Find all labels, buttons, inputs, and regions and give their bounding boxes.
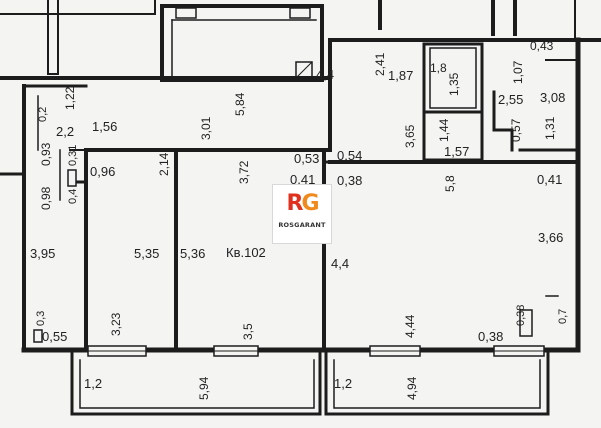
- dim-3-95: 3,95: [30, 246, 55, 261]
- dim-1-87: 1,87: [388, 68, 413, 83]
- dim-0-38a: 0,38: [337, 173, 362, 188]
- dim-0-7: 0,7: [557, 309, 569, 324]
- dim-3-01: 3,01: [199, 116, 213, 140]
- dim-0-4: 0,4: [67, 189, 79, 204]
- dim-0-55: 0,55: [42, 329, 67, 344]
- logo-brand-name: ROSGARANT: [278, 221, 326, 229]
- dim-0-43: 0,43: [530, 39, 554, 53]
- dim-1-57: 1,57: [444, 144, 469, 159]
- dim-3-65: 3,65: [403, 124, 417, 148]
- dim-0-53: 0,53: [294, 151, 319, 166]
- dim-5-8: 5,8: [443, 175, 457, 192]
- dim-0-31: 0,31: [67, 145, 79, 166]
- dim-2-2: 2,2: [56, 124, 74, 139]
- logo-letter-r: R: [286, 191, 303, 216]
- apartment-label: Кв.102: [226, 245, 266, 260]
- dim-1-07: 1,07: [511, 60, 525, 84]
- dim-1-44: 1,44: [437, 118, 451, 142]
- dim-5-35: 5,35: [134, 246, 159, 261]
- dim-1-35: 1,35: [447, 72, 461, 96]
- dim-3-23: 3,23: [109, 312, 123, 336]
- logo-letter-g: G: [301, 191, 319, 216]
- dim-2-55: 2,55: [498, 92, 523, 107]
- dim-2-14: 2,14: [157, 152, 171, 176]
- dim-5-36: 5,36: [180, 246, 205, 261]
- logo-mark: RG: [273, 191, 331, 216]
- dim-0-38b: 0,38: [478, 329, 503, 344]
- dim-0-96: 0,96: [90, 164, 115, 179]
- dim-4-94: 4,94: [405, 376, 419, 400]
- rosgarant-logo: RG ROSGARANT: [272, 184, 332, 244]
- dim-1-8: 1,8: [430, 61, 447, 75]
- dim-3-72: 3,72: [237, 160, 251, 184]
- dim-4-4-mid: 4,4: [331, 256, 349, 271]
- dim-1-22: 1,22: [63, 86, 77, 110]
- dim-4-4-top: 4,4: [316, 67, 334, 82]
- dim-0-41a: 0,41: [290, 172, 315, 187]
- dim-3-66: 3,66: [538, 230, 563, 245]
- dim-3-08: 3,08: [540, 90, 565, 105]
- dim-0-57: 0,57: [509, 118, 523, 142]
- dim-4-44: 4,44: [403, 314, 417, 338]
- dim-1-2a: 1,2: [84, 376, 102, 391]
- dim-1-31: 1,31: [543, 116, 557, 140]
- dim-0-38-small: 0,38: [515, 305, 527, 326]
- dim-0-2: 0,2: [37, 107, 49, 122]
- dim-0-93: 0,93: [39, 142, 53, 166]
- dim-5-84: 5,84: [233, 92, 247, 116]
- walls: [0, 0, 601, 416]
- dim-0-54: 0,54: [337, 148, 362, 163]
- dim-0-41b: 0,41: [537, 172, 562, 187]
- dim-5-94: 5,94: [197, 376, 211, 400]
- dim-0-3: 0,3: [35, 311, 47, 326]
- dim-1-2b: 1,2: [334, 376, 352, 391]
- dim-1-56: 1,56: [92, 119, 117, 134]
- dim-3-5: 3,5: [241, 323, 255, 340]
- dim-0-98: 0,98: [39, 186, 53, 210]
- dim-2-41: 2,41: [373, 52, 387, 76]
- dimension-labels: 4,4 2,41 1,87 1,8 1,35 1,07 0,43 2,55 3,…: [30, 39, 569, 400]
